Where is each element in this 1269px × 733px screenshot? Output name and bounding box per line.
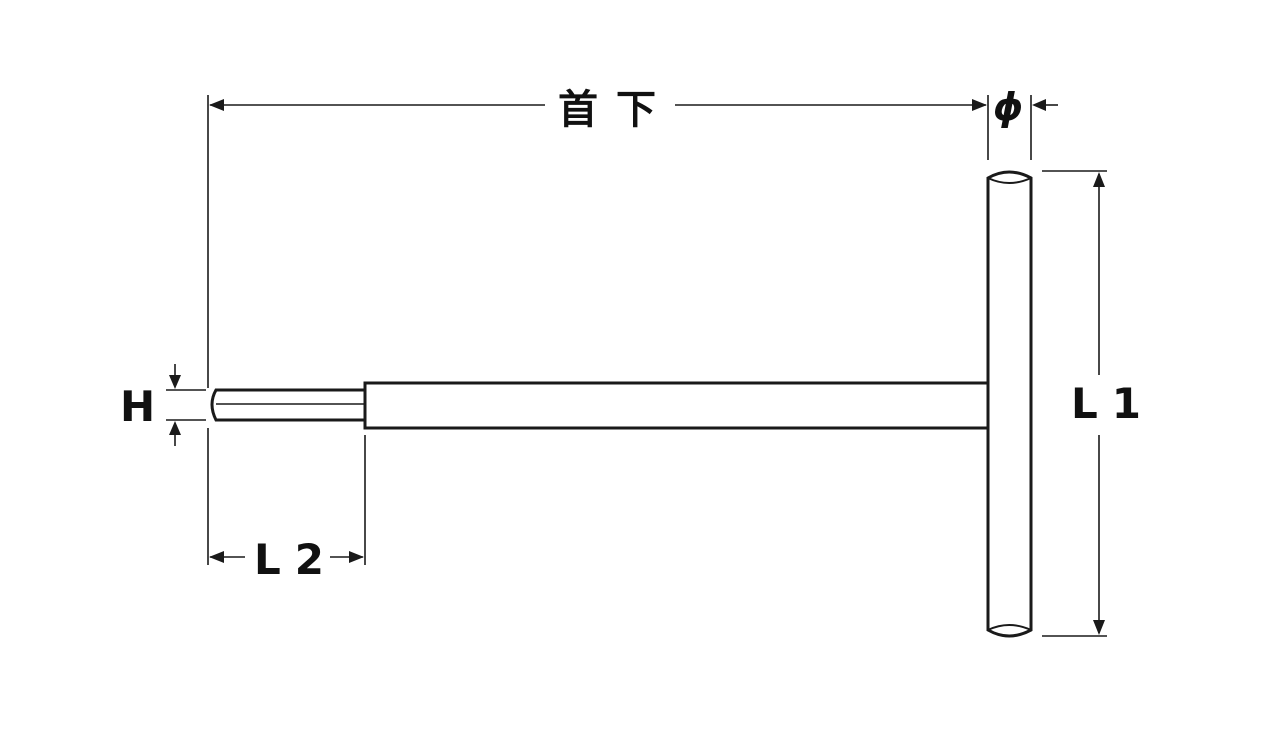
hex-size-label: H — [120, 382, 169, 431]
arrowhead-l1-bottom — [1093, 620, 1105, 635]
tool-drawing — [210, 170, 1033, 638]
shaft — [363, 381, 998, 430]
arrowhead-l1-top — [1093, 172, 1105, 187]
diameter-label: ϕ — [993, 85, 1023, 129]
tip-length-label: L2 — [254, 535, 338, 584]
arrowhead-h-bottom — [169, 421, 181, 435]
arrowhead-l2-right — [349, 551, 364, 563]
arrowhead-left — [209, 99, 224, 111]
handle-bar — [986, 170, 1033, 638]
handle-length-label: L1 — [1071, 379, 1155, 428]
handle-bar-bottom-edge — [987, 624, 1032, 631]
handle-length-dimension: L1 — [1071, 172, 1155, 635]
hex-tip — [210, 388, 367, 422]
hex-size-dimension: H — [120, 364, 181, 446]
arrowhead-h-top — [169, 375, 181, 389]
overall-length-label: 首下 — [558, 87, 674, 133]
arrowhead-right — [972, 99, 987, 111]
arrowhead-l2-left — [209, 551, 224, 563]
handle-bar-top-edge — [987, 177, 1032, 184]
arrowhead-phi-right — [1032, 99, 1046, 111]
diameter-dimension: ϕ — [993, 85, 1058, 129]
tip-length-dimension: L2 — [209, 535, 364, 584]
extension-lines — [166, 95, 1107, 637]
overall-length-dimension: 首下 — [209, 87, 987, 133]
